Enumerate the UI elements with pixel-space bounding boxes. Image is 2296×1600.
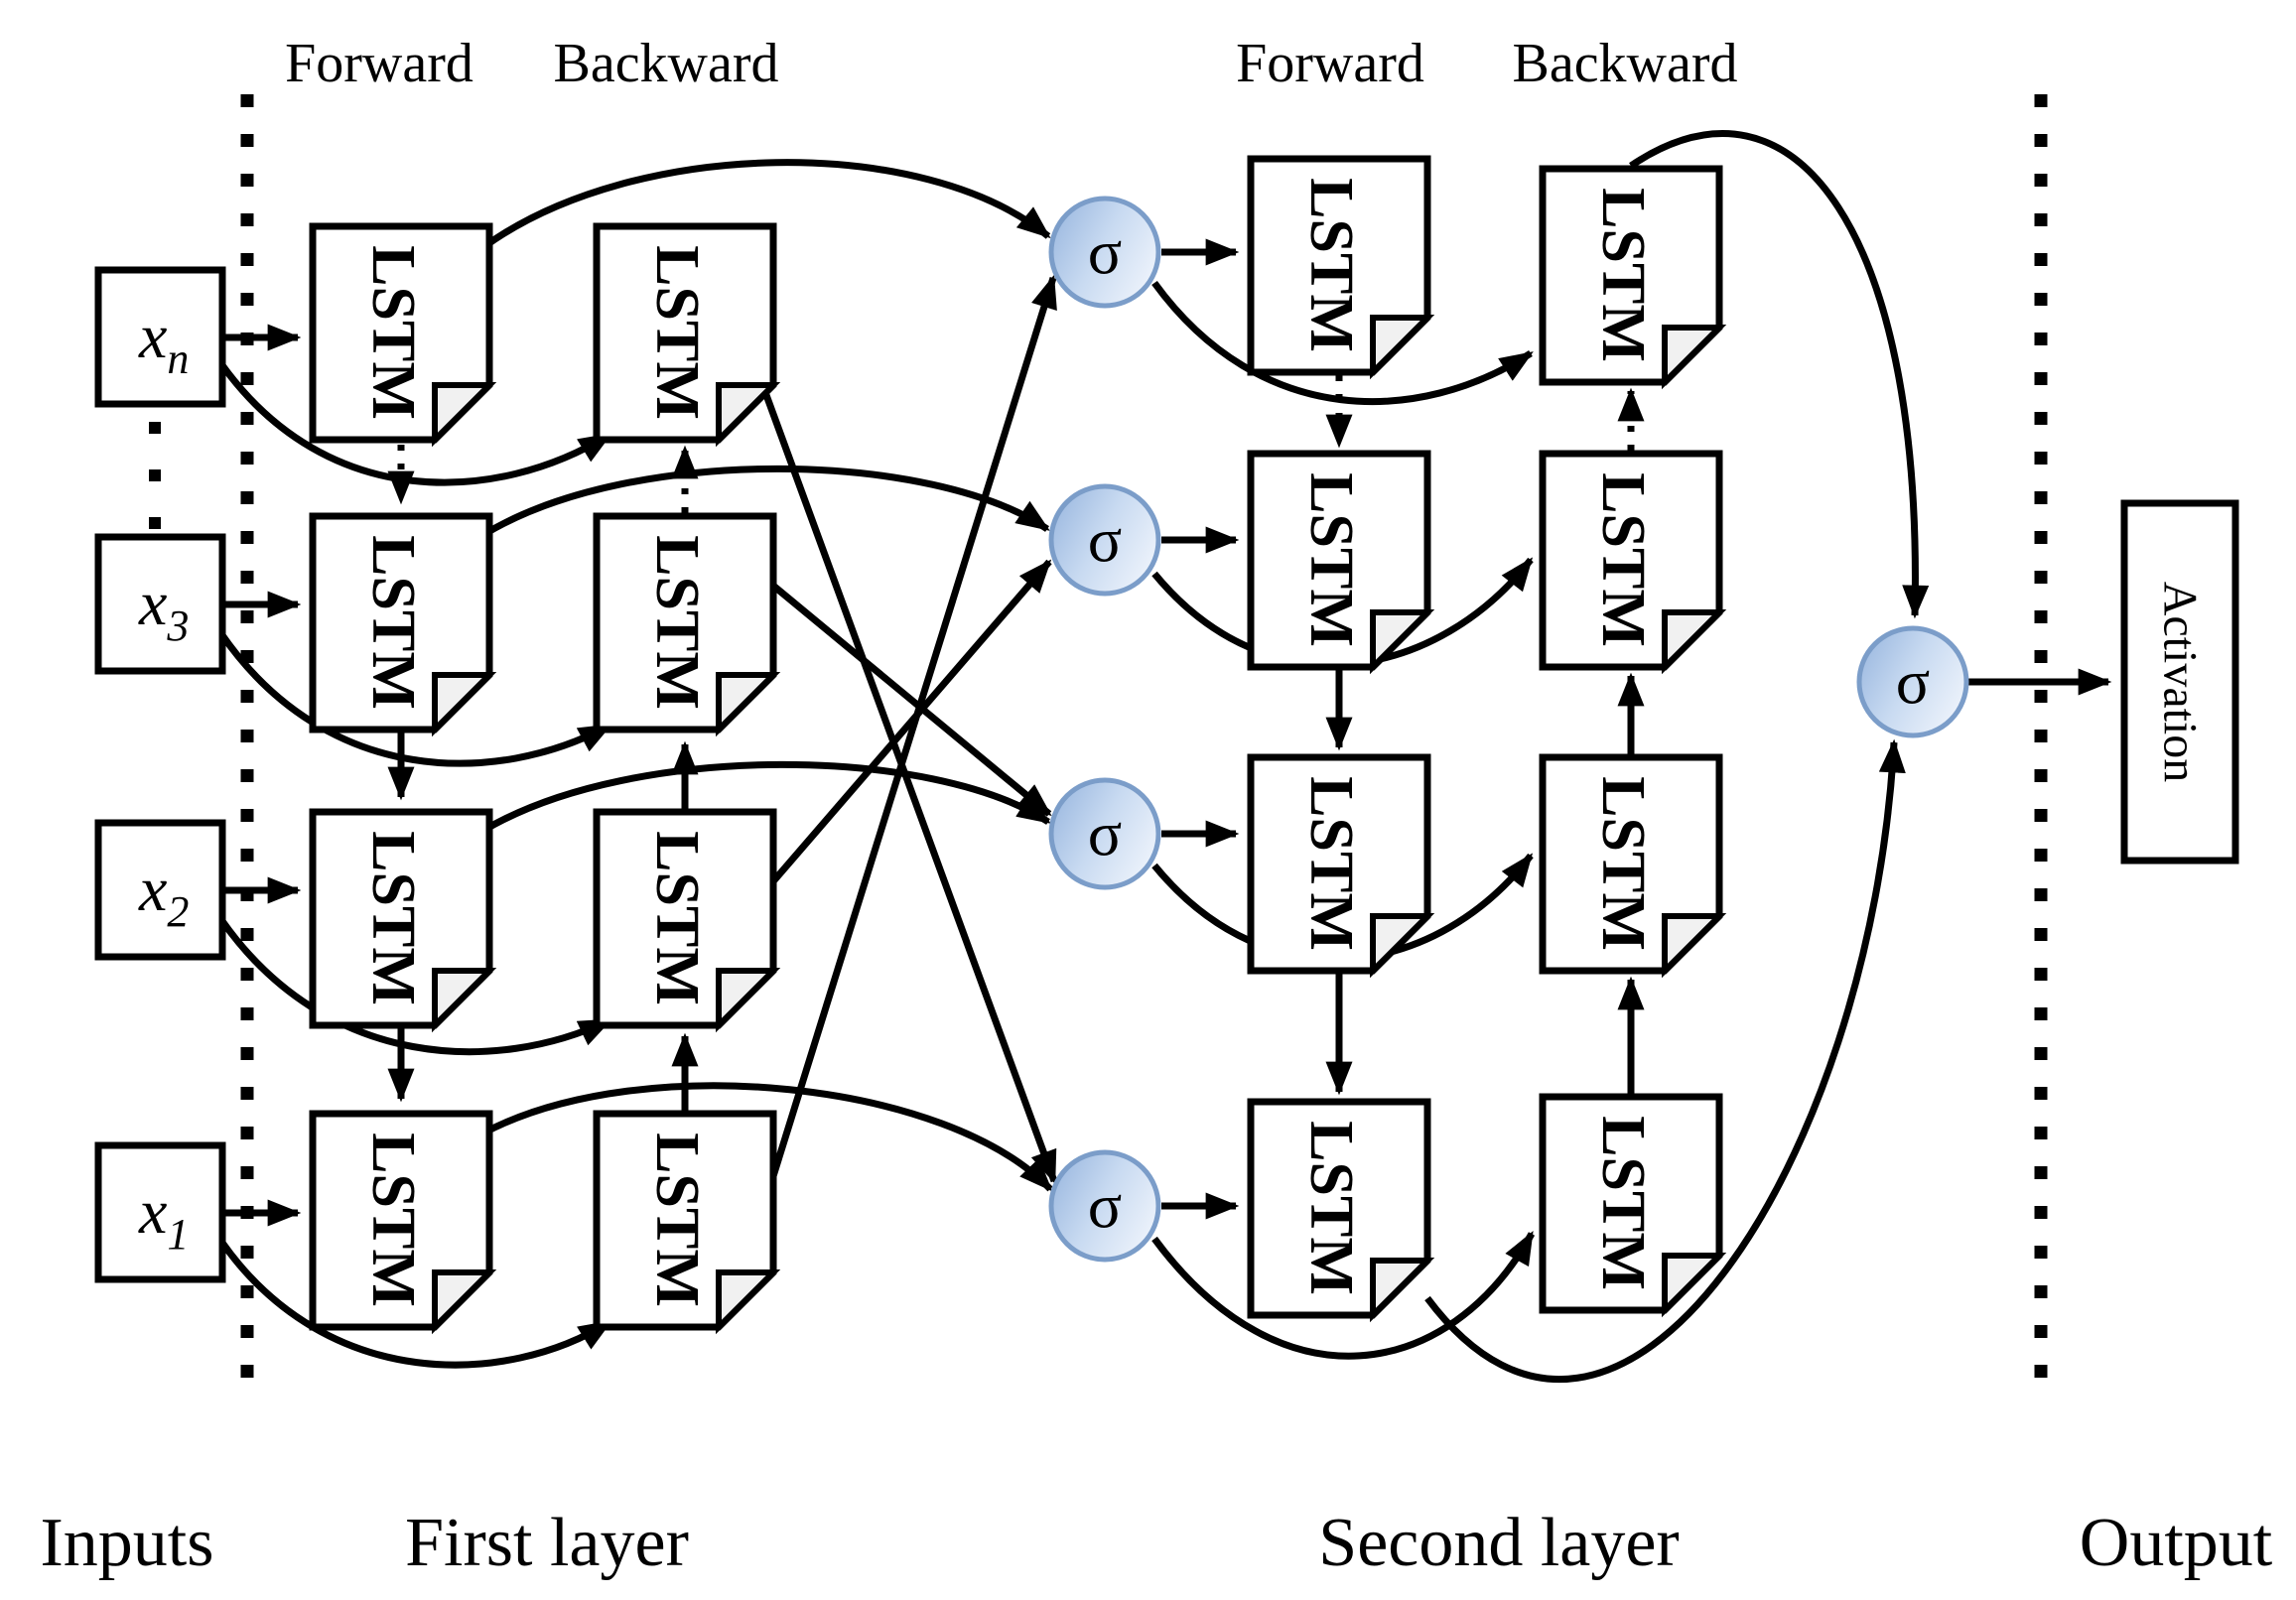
input-x1-sub: 1: [167, 1210, 189, 1259]
input-ellipsis-dots: [149, 422, 161, 529]
lstm-forward1-2: LSTM: [309, 512, 497, 737]
lstm-forward2-2: LSTM: [1247, 450, 1435, 675]
lstm-label: LSTM: [359, 1133, 427, 1307]
edge-x3-to-backward2: [219, 632, 612, 767]
label-first-forward: Forward: [285, 33, 473, 94]
edge-backward1-to-sigma4: [762, 393, 1058, 1185]
edge-forward3-to-sigma3: [484, 760, 1051, 833]
lstm-forward1-3: LSTM: [309, 808, 497, 1033]
input-node-x1: x1: [94, 1141, 226, 1283]
edge-forward4-to-sigma4: [484, 1082, 1053, 1192]
edge-forward1-to-sigma1: [483, 159, 1051, 248]
sigma-symbol: σ: [1088, 1171, 1123, 1242]
sigma-symbol: σ: [1896, 647, 1931, 718]
input-xn-base: x: [138, 301, 167, 371]
input-node-x3: x3: [94, 533, 226, 675]
lstm-label: LSTM: [1589, 1116, 1657, 1290]
lstm-forward2-4: LSTM: [1247, 1098, 1435, 1323]
sigma-symbol: σ: [1088, 505, 1123, 576]
final-sigma-node: σ: [1856, 625, 1969, 738]
lstm-backward2-1: LSTM: [1539, 165, 1727, 390]
lstm-forward1-1: LSTM: [309, 222, 497, 448]
lstm-label: LSTM: [643, 1133, 711, 1307]
lstm-backward2-2: LSTM: [1539, 450, 1727, 675]
sigma-symbol: σ: [1088, 799, 1123, 869]
activation-box: Activation: [2120, 499, 2239, 865]
activation-label: Activation: [2154, 582, 2207, 783]
lstm-backward2-3: LSTM: [1539, 753, 1727, 979]
edge-forward2-4-to-final-sigma: [1424, 738, 1906, 1383]
lstm-forward2-3: LSTM: [1247, 753, 1435, 979]
input-xn-sub: n: [167, 334, 189, 383]
lstm-label: LSTM: [643, 535, 711, 710]
section-label-inputs: Inputs: [41, 1505, 214, 1581]
lstm-label: LSTM: [1589, 776, 1657, 951]
lstm-label: LSTM: [643, 245, 711, 420]
lstm-backward1-4: LSTM: [593, 1110, 781, 1335]
section-label-second-layer: Second layer: [1318, 1505, 1679, 1581]
lstm-label: LSTM: [1297, 776, 1365, 951]
edge-forward2-to-sigma2: [484, 465, 1050, 537]
input-x1-base: x: [138, 1176, 167, 1247]
svg-text:x3: x3: [138, 568, 189, 650]
lstm-label: LSTM: [359, 535, 427, 710]
lstm-label: LSTM: [1297, 472, 1365, 647]
sigma-node-2: σ: [1048, 483, 1161, 597]
lstm-label: LSTM: [1589, 188, 1657, 362]
edge-backward2-1-to-final-sigma: [1629, 130, 1930, 619]
sigma-node-1: σ: [1048, 196, 1161, 309]
edge-sigma4-to-backward2-4: [1151, 1231, 1536, 1360]
sigma-node-4: σ: [1048, 1149, 1161, 1263]
lstm-label: LSTM: [359, 831, 427, 1005]
lstm-forward1-4: LSTM: [309, 1110, 497, 1335]
input-node-x2: x2: [94, 819, 226, 961]
lstm-label: LSTM: [1297, 1121, 1365, 1295]
label-second-forward: Forward: [1236, 33, 1424, 94]
section-label-first-layer: First layer: [405, 1505, 689, 1581]
svg-text:x2: x2: [138, 854, 189, 936]
input-x3-sub: 3: [166, 601, 189, 650]
input-x2-base: x: [138, 854, 167, 924]
lstm-backward1-3: LSTM: [593, 808, 781, 1033]
svg-text:xn: xn: [138, 301, 189, 383]
lstm-backward2-4: LSTM: [1539, 1093, 1727, 1318]
section-label-output: Output: [2080, 1505, 2273, 1581]
edge-backward4-to-sigma1: [769, 274, 1057, 1178]
lstm-label: LSTM: [1297, 178, 1365, 352]
edge-backward2-to-sigma3: [770, 583, 1052, 817]
label-first-backward: Backward: [553, 33, 778, 94]
edge-x1-to-backward4: [219, 1240, 612, 1369]
edge-x2-to-backward3: [219, 918, 613, 1056]
input-x3-base: x: [138, 568, 167, 638]
lstm-forward2-1: LSTM: [1247, 155, 1435, 380]
lstm-backward1-1: LSTM: [593, 222, 781, 448]
sigma-symbol: σ: [1088, 217, 1123, 288]
label-second-backward: Backward: [1512, 33, 1737, 94]
input-x2-sub: 2: [167, 887, 189, 936]
svg-text:x1: x1: [138, 1176, 189, 1259]
edge-backward3-to-sigma2: [770, 559, 1052, 884]
sigma-node-3: σ: [1048, 777, 1161, 890]
lstm-label: LSTM: [1589, 472, 1657, 647]
input-node-xn: xn: [94, 266, 226, 408]
lstm-label: LSTM: [643, 831, 711, 1005]
lstm-backward1-2: LSTM: [593, 512, 781, 737]
lstm-label: LSTM: [359, 245, 427, 420]
